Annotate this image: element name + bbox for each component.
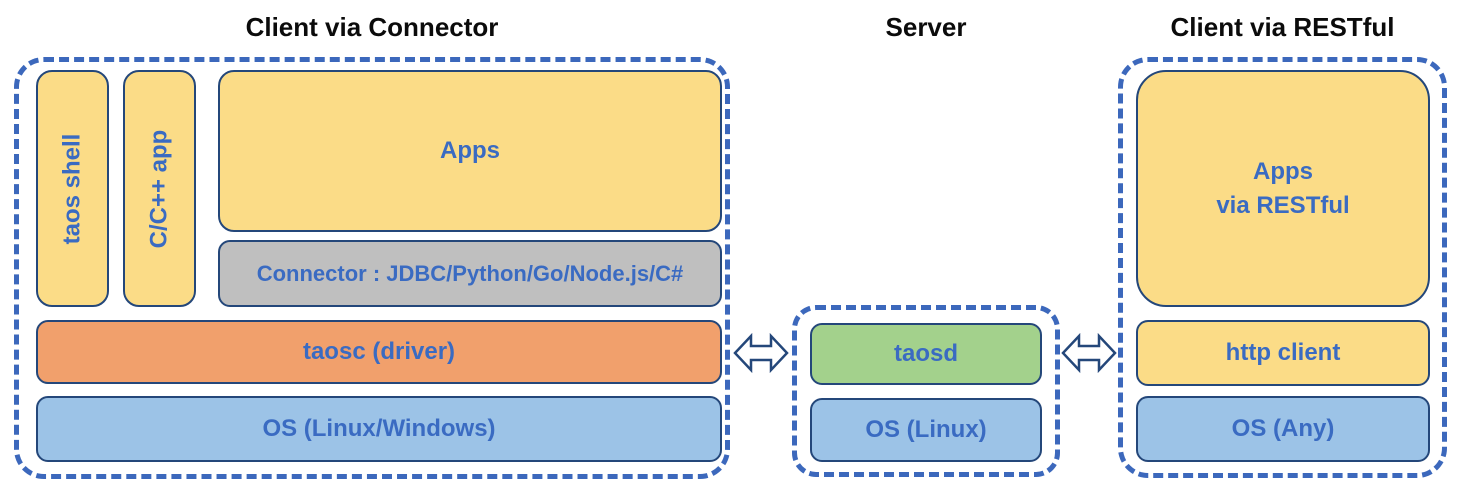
- taosc-driver-box: taosc (driver): [36, 320, 722, 384]
- os-linux-windows-label: OS (Linux/Windows): [262, 415, 496, 442]
- taos-shell-box: taos shell: [36, 70, 109, 307]
- apps-via-restful-box: Apps via RESTful: [1136, 70, 1430, 307]
- taos-shell-label: taos shell: [58, 133, 86, 244]
- os-linux-label: OS (Linux): [865, 416, 987, 443]
- double-arrow-icon: [733, 332, 789, 374]
- cpp-app-label: C/C++ app: [145, 129, 173, 248]
- apps-box: Apps: [218, 70, 722, 232]
- os-any-label: OS (Any): [1231, 415, 1335, 442]
- os-linux-box: OS (Linux): [810, 398, 1042, 462]
- taosc-driver-label: taosc (driver): [302, 338, 456, 365]
- os-any-box: OS (Any): [1136, 396, 1430, 462]
- client-connector-dashed-boundary: [14, 57, 730, 479]
- cpp-app-box: C/C++ app: [123, 70, 196, 307]
- double-arrow-icon: [1061, 332, 1117, 374]
- apps-label: Apps: [440, 137, 500, 164]
- server-title: Server: [885, 12, 967, 42]
- http-client-box: http client: [1136, 320, 1430, 386]
- client-restful-title: Client via RESTful: [1170, 12, 1395, 42]
- connector-label: Connector : JDBC/Python/Go/Node.js/C#: [256, 260, 684, 286]
- taosd-label: taosd: [893, 340, 958, 367]
- apps-via-restful-label: Apps via RESTful: [1216, 157, 1350, 219]
- server-dashed-boundary: [792, 305, 1060, 477]
- client-connector-title: Client via Connector: [245, 12, 499, 42]
- taosd-box: taosd: [810, 323, 1042, 385]
- connector-box: Connector : JDBC/Python/Go/Node.js/C#: [218, 240, 722, 307]
- os-linux-windows-box: OS (Linux/Windows): [36, 396, 722, 462]
- client-restful-dashed-boundary: [1118, 57, 1447, 478]
- http-client-label: http client: [1225, 339, 1341, 366]
